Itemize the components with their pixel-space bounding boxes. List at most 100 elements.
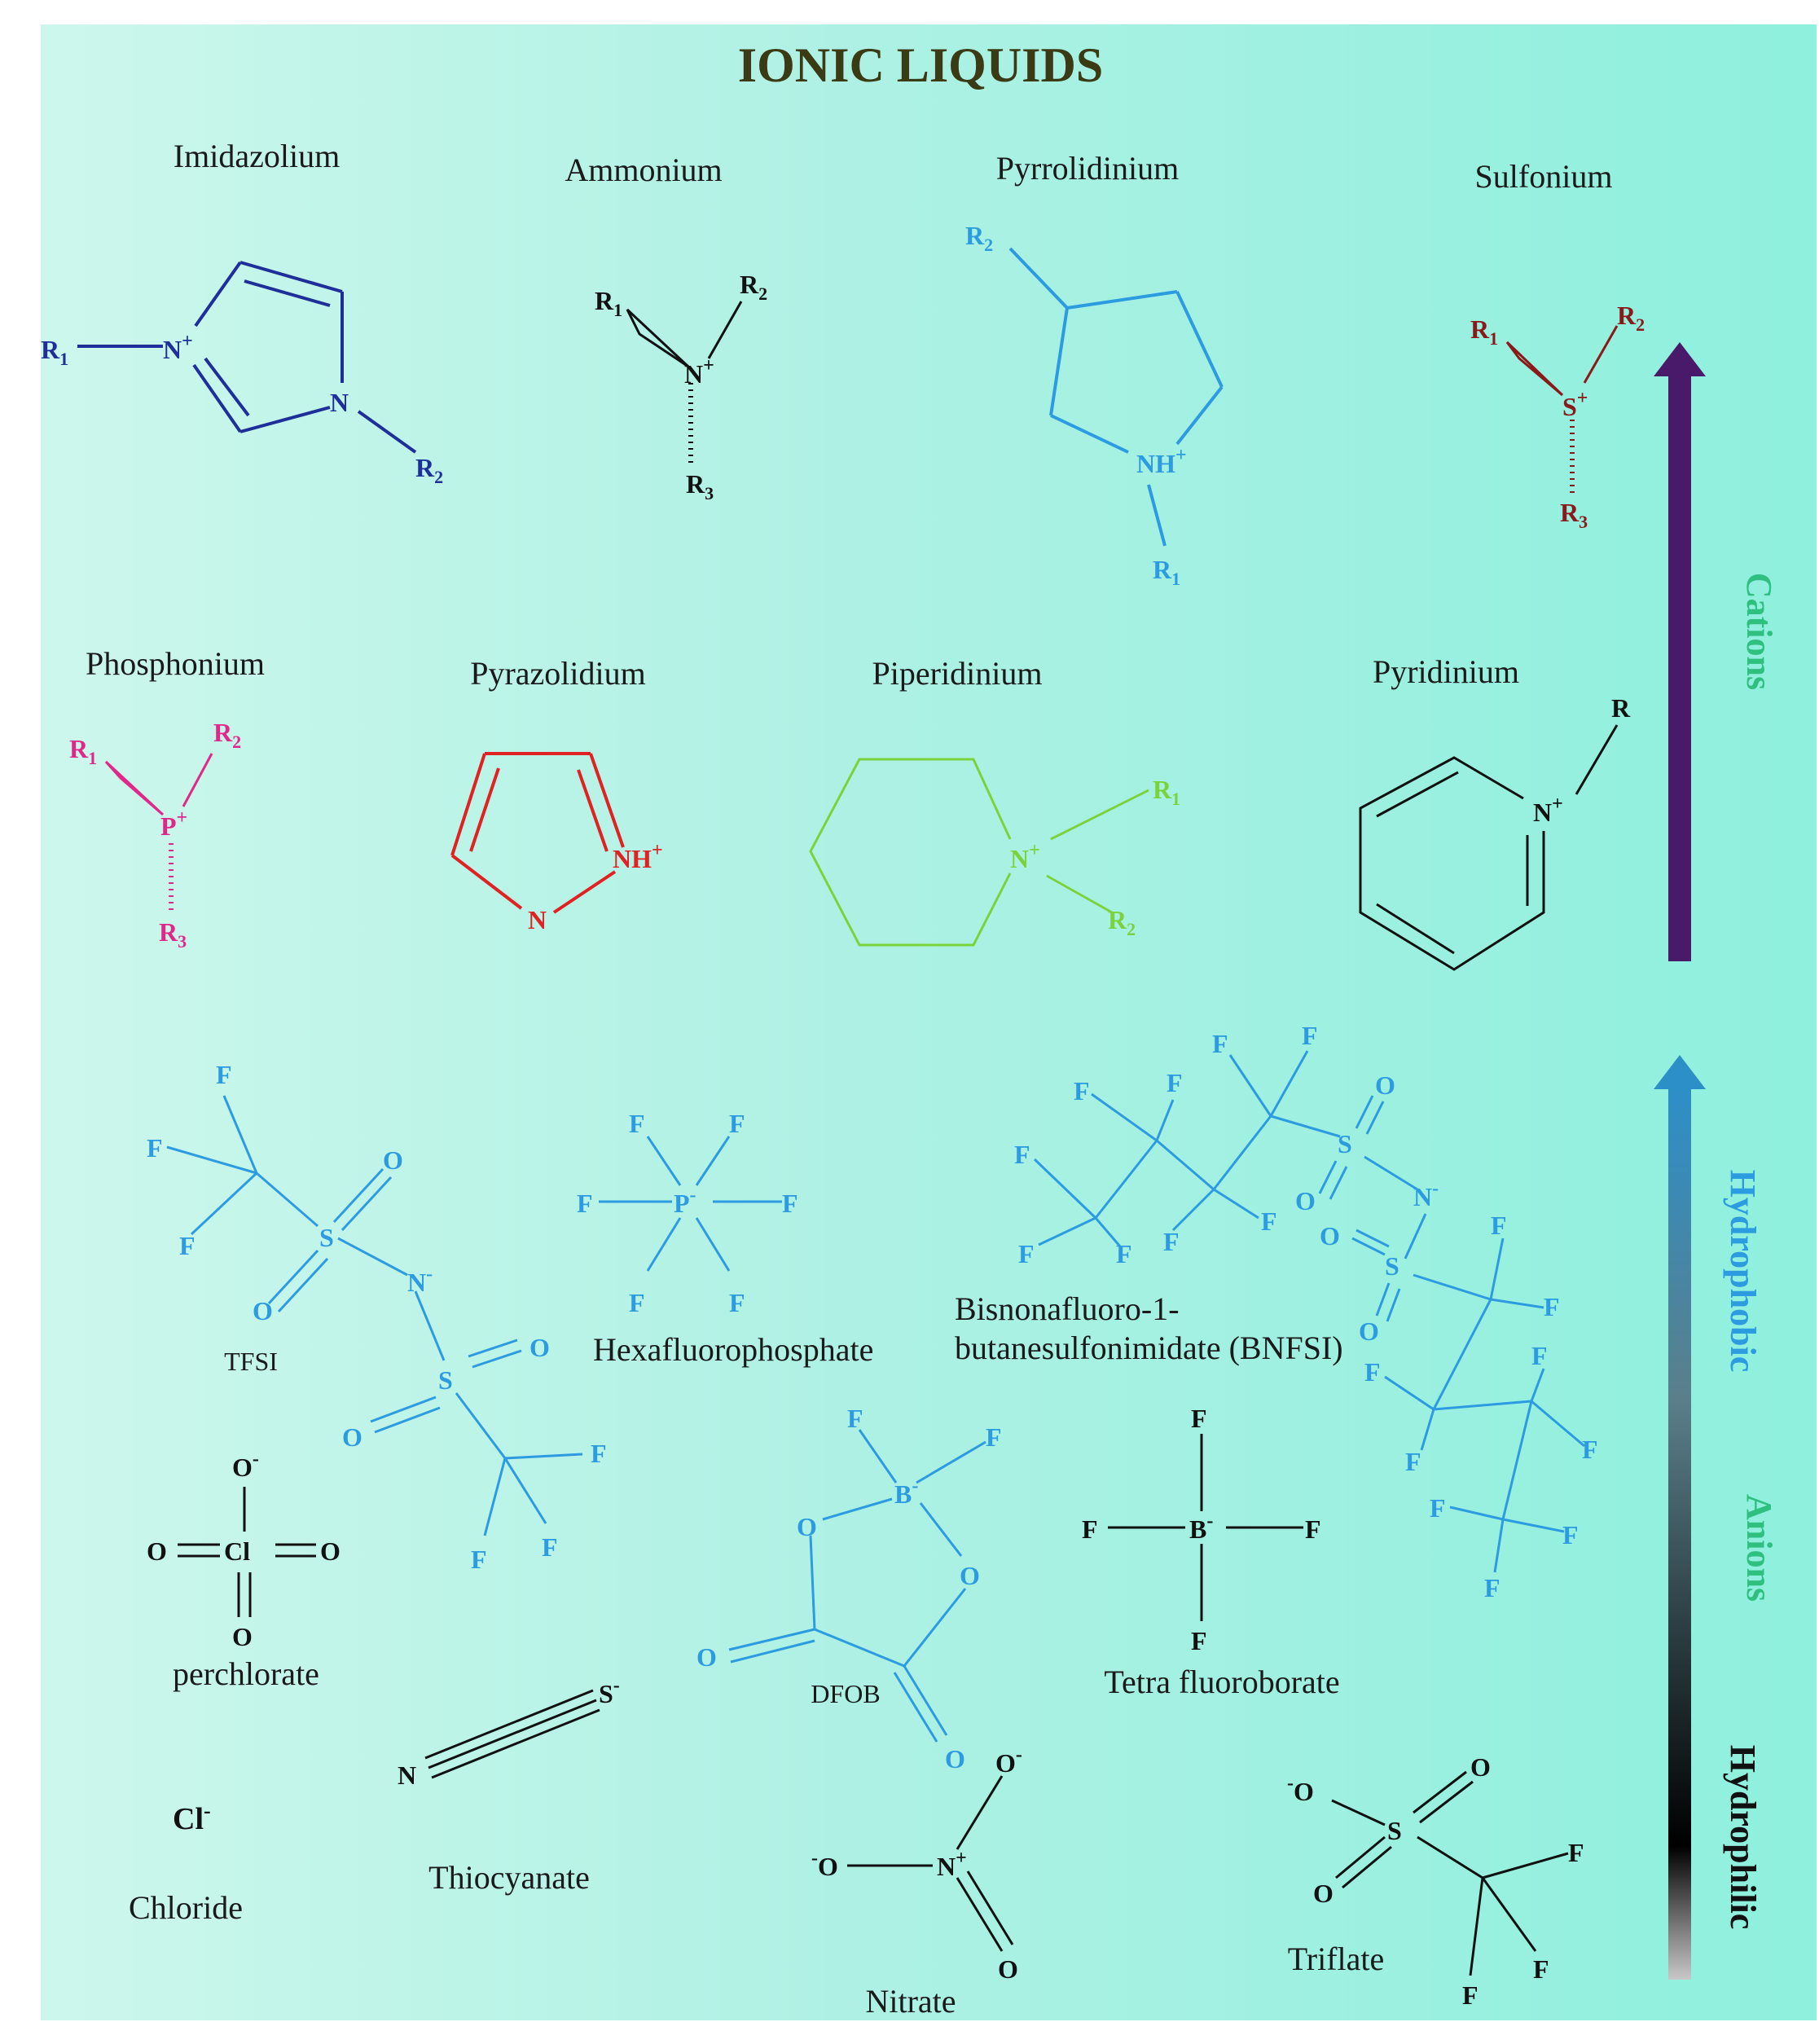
sulfonium-r2-label: R2 bbox=[1617, 301, 1645, 335]
bnfsi-f-label: F bbox=[1167, 1068, 1183, 1097]
bnfsi-o-label: O bbox=[1359, 1317, 1379, 1346]
phosphonium-r1-label: R1 bbox=[69, 734, 97, 768]
tfsi-o-label: O bbox=[383, 1145, 403, 1175]
bnfsi-o-label: O bbox=[1295, 1186, 1316, 1215]
diagram-panel bbox=[41, 24, 1817, 2020]
phosphonium-name: Phosphonium bbox=[86, 645, 265, 682]
sulfonium-structure bbox=[1505, 325, 1619, 493]
tfsi-o-label: O bbox=[529, 1333, 550, 1362]
bnfsi-f-label: F bbox=[1261, 1207, 1277, 1236]
imidazolium-structure bbox=[77, 261, 417, 454]
imidazolium-n-label: N bbox=[330, 388, 349, 417]
sulfonium-r1-label: R1 bbox=[1470, 314, 1498, 349]
triflate-f-label: F bbox=[1568, 1838, 1584, 1867]
bnfsi-f-label: F bbox=[1364, 1357, 1381, 1387]
tfsi-name: TFSI bbox=[224, 1347, 278, 1376]
piperidinium-r2-label: R2 bbox=[1108, 905, 1136, 939]
thiocyanate-structure bbox=[424, 1689, 600, 1779]
bnfsi-f-label: F bbox=[1544, 1292, 1560, 1321]
imidazolium-r2-label: R2 bbox=[415, 453, 443, 487]
bnfsi-name-line1: Bisnonafluoro-1- bbox=[955, 1290, 1180, 1327]
dfob-o-label: O bbox=[696, 1642, 717, 1672]
ammonium-n-plus-label: N+ bbox=[684, 355, 714, 389]
perchlorate-structure bbox=[178, 1487, 316, 1617]
pyrazolidium-structure bbox=[450, 752, 625, 914]
bnfsi-f-label: F bbox=[1430, 1493, 1446, 1523]
bnfsi-f-label: F bbox=[1531, 1341, 1548, 1370]
tetrafluoroborate-name: Tetra fluoroborate bbox=[1104, 1664, 1339, 1700]
bnfsi-s-label: S bbox=[1338, 1129, 1352, 1158]
imidazolium-r1-label: R1 bbox=[41, 335, 68, 369]
ammonium-name: Ammonium bbox=[565, 152, 722, 188]
triflate-o-minus-label: -O bbox=[1287, 1773, 1314, 1806]
pyrazolidium-name: Pyrazolidium bbox=[470, 655, 646, 692]
dfob-f-label: F bbox=[986, 1422, 1002, 1452]
cation-arrow bbox=[1654, 342, 1706, 961]
tetrafluoroborate-structure bbox=[1108, 1434, 1303, 1621]
tfsi-f-label: F bbox=[179, 1231, 196, 1260]
pyrazolidium-nh-plus-label: NH+ bbox=[613, 840, 663, 873]
bnfsi-name-line2: butanesulfonimidate (BNFSI) bbox=[955, 1330, 1343, 1366]
ammonium-r3-label: R3 bbox=[686, 469, 714, 503]
dfob-o-label: O bbox=[960, 1561, 980, 1590]
bnfsi-o-label: O bbox=[1320, 1221, 1340, 1251]
perchlorate-o-minus-label: O- bbox=[232, 1448, 259, 1482]
bnfsi-f-label: F bbox=[1302, 1021, 1318, 1050]
dfob-o-label: O bbox=[945, 1744, 965, 1774]
triflate-f-label: F bbox=[1533, 1954, 1549, 1984]
bnfsi-f-label: F bbox=[1074, 1076, 1090, 1106]
nitrate-name: Nitrate bbox=[865, 1983, 956, 2020]
perchlorate-name: perchlorate bbox=[173, 1655, 319, 1692]
hydrophilic-side-label: Hydrophilic bbox=[1723, 1745, 1763, 1930]
sulfonium-r3-label: R3 bbox=[1560, 498, 1588, 532]
sulfonium-s-plus-label: S+ bbox=[1562, 388, 1588, 421]
tfsi-structure bbox=[166, 1095, 583, 1536]
nitrate-o-minus-label: O- bbox=[995, 1744, 1022, 1778]
thiocyanate-name: Thiocyanate bbox=[428, 1859, 590, 1896]
hexafluorophosphate-name: Hexafluorophosphate bbox=[593, 1331, 873, 1368]
phosphonium-r2-label: R2 bbox=[213, 718, 241, 752]
diagram-title: IONIC LIQUIDS bbox=[738, 38, 1103, 92]
bnfsi-f-label: F bbox=[1491, 1211, 1507, 1240]
tfsi-f-label: F bbox=[542, 1532, 558, 1562]
tfsi-n-minus-label: N- bbox=[407, 1264, 433, 1297]
dfob-name: DFOB bbox=[811, 1679, 880, 1708]
perchlorate-o-label: O bbox=[147, 1536, 167, 1566]
ammonium-r1-label: R1 bbox=[595, 286, 622, 320]
pyridinium-structure bbox=[1359, 724, 1619, 971]
hexafluorophosphate-f-label: F bbox=[729, 1288, 745, 1317]
nitrate-o-label: O bbox=[998, 1954, 1018, 1984]
hexafluorophosphate-f-label: F bbox=[577, 1189, 593, 1218]
bnfsi-f-label: F bbox=[1163, 1227, 1180, 1256]
ammonium-structure bbox=[626, 301, 743, 464]
phosphonium-r3-label: R3 bbox=[159, 917, 187, 952]
dfob-structure bbox=[728, 1429, 986, 1743]
perchlorate-o-label: O bbox=[232, 1622, 253, 1651]
sulfonium-name: Sulfonium bbox=[1475, 158, 1613, 195]
perchlorate-cl-label: Cl bbox=[224, 1536, 250, 1566]
pyrrolidinium-name: Pyrrolidinium bbox=[996, 150, 1179, 187]
dfob-o-label: O bbox=[797, 1512, 817, 1541]
tfsi-f-label: F bbox=[216, 1060, 232, 1089]
bnfsi-structure bbox=[1033, 1050, 1585, 1573]
chloride-name: Chloride bbox=[129, 1889, 243, 1926]
hexafluorophosphate-f-label: F bbox=[629, 1288, 645, 1317]
anion-arrow bbox=[1654, 1055, 1706, 1980]
triflate-name: Triflate bbox=[1288, 1941, 1385, 1977]
pyrrolidinium-r2-label: R2 bbox=[965, 221, 993, 255]
cations-side-label: Cations bbox=[1739, 573, 1779, 690]
tetrafluoroborate-f-label: F bbox=[1191, 1626, 1207, 1655]
tfsi-f-label: F bbox=[471, 1545, 487, 1574]
piperidinium-r1-label: R1 bbox=[1153, 775, 1180, 809]
bnfsi-f-label: F bbox=[1562, 1520, 1579, 1549]
ammonium-r2-label: R2 bbox=[740, 270, 767, 304]
tetrafluoroborate-b-minus-label: B- bbox=[1189, 1510, 1213, 1544]
dfob-f-label: F bbox=[847, 1404, 863, 1433]
bnfsi-f-label: F bbox=[1212, 1029, 1228, 1058]
bnfsi-f-label: F bbox=[1014, 1140, 1030, 1169]
triflate-structure bbox=[1331, 1770, 1569, 1976]
nitrate-structure bbox=[847, 1775, 1014, 1952]
perchlorate-o-label: O bbox=[320, 1536, 341, 1566]
bnfsi-f-label: F bbox=[1405, 1447, 1421, 1476]
hexafluorophosphate-f-label: F bbox=[729, 1109, 745, 1138]
